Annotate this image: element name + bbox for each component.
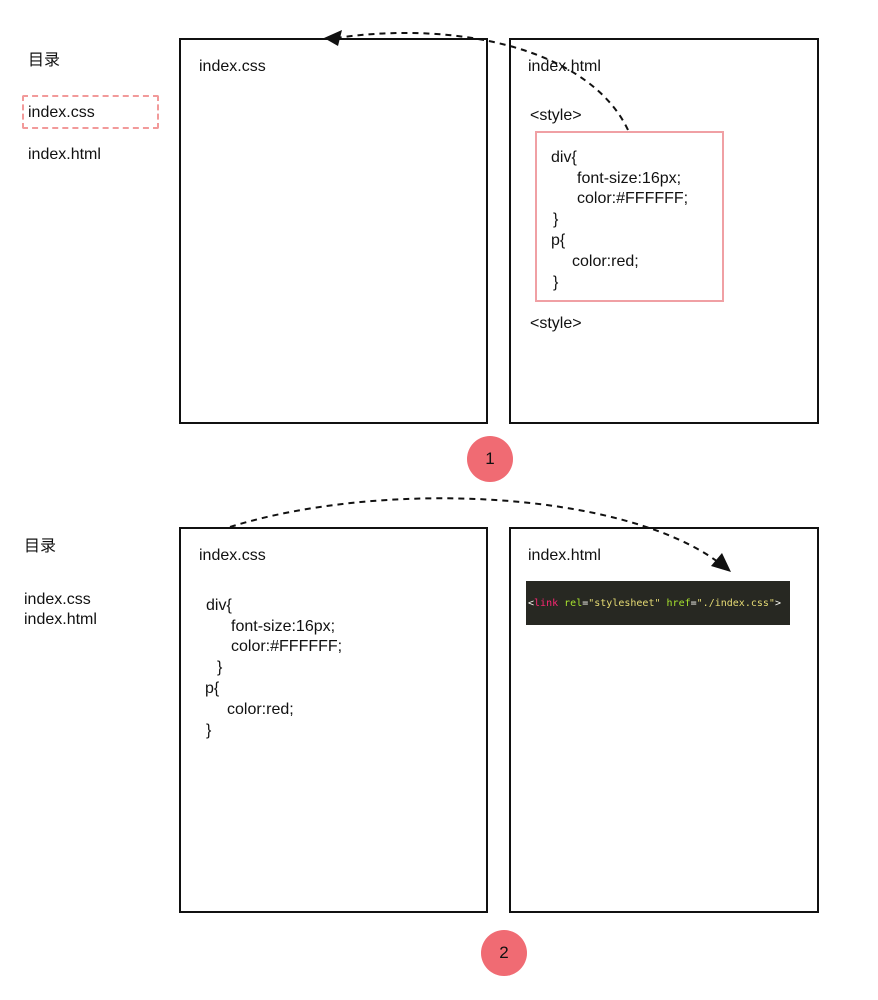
code-line: div{ (206, 597, 232, 614)
css-file-title: index.css (199, 58, 266, 75)
file-item-css[interactable]: index.css (28, 104, 95, 121)
directory-title: 目录 (24, 538, 57, 555)
rel-attr-name: rel (564, 597, 583, 609)
css-file-box: index.css (179, 38, 488, 424)
code-line: } (553, 211, 559, 228)
style-close-tag: <style> (530, 315, 582, 332)
code-line: color:red; (227, 701, 294, 718)
href-attr-value: "./index.css" (696, 597, 775, 609)
file-item-css[interactable]: index.css (24, 591, 91, 608)
arrowhead-right (711, 553, 731, 572)
rel-attr-value: "stylesheet" (588, 597, 661, 609)
html-file-box: index.html <style> <style> (509, 38, 819, 424)
code-line: color:red; (572, 253, 639, 270)
style-open-tag: <style> (530, 107, 582, 124)
inline-style-block: div{ font-size:16px; color:#FFFFFF; } p{… (535, 131, 724, 302)
code-line: p{ (205, 680, 220, 697)
file-item-html[interactable]: index.html (28, 146, 101, 163)
link-open-bracket: < (528, 597, 535, 609)
code-line: } (206, 722, 212, 739)
code-line: } (217, 659, 223, 676)
code-line: div{ (551, 149, 577, 166)
rel-equals: = (582, 597, 589, 609)
arrow-style-to-css (335, 32, 629, 131)
arrow-css-to-link (229, 497, 719, 563)
code-line: } (553, 274, 559, 291)
css-file-title: index.css (199, 547, 266, 564)
highlight-css-file (22, 95, 159, 129)
code-line: color:#FFFFFF; (577, 190, 689, 207)
directory-title: 目录 (28, 52, 61, 69)
code-line: font-size:16px; (577, 170, 682, 187)
file-item-html[interactable]: index.html (24, 611, 97, 628)
href-attr-name: href (666, 597, 691, 609)
link-close-bracket: > (774, 597, 781, 609)
code-line: color:#FFFFFF; (231, 638, 343, 655)
step-badge-1: 1 (467, 436, 513, 482)
code-line: p{ (551, 232, 566, 249)
html-file-title: index.html (528, 547, 601, 564)
css-file-box: index.css div{ font-size:16px; color:#FF… (179, 527, 488, 913)
href-equals: = (690, 597, 697, 609)
link-tag-code-snippet: <link rel="stylesheet" href="./index.css… (526, 581, 790, 625)
link-tag-name: link (534, 597, 559, 609)
code-line: font-size:16px; (231, 618, 336, 635)
arrowhead-left (324, 30, 342, 46)
step-badge-2: 2 (481, 930, 527, 976)
